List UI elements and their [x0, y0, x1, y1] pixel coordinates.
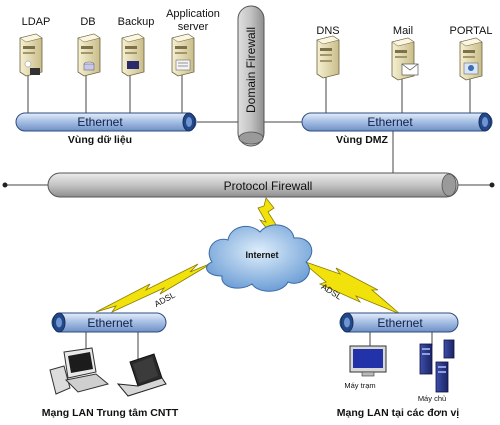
lan-right-ethernet-bus: Ethernet [339, 312, 459, 333]
domain-firewall: Domain Firewall [237, 5, 265, 147]
server-label-application-line2: server [178, 21, 209, 33]
lan-right-caption: Mạng LAN tại các đơn vị [337, 407, 459, 419]
terminator-dot-left [2, 182, 8, 188]
application-server-icon [171, 33, 195, 77]
domain-firewall-label: Domain Firewall [244, 27, 258, 113]
data-zone-ethernet-label: Ethernet [77, 115, 123, 129]
workstation-monitor-icon [349, 345, 387, 377]
server-label-ldap: LDAP [22, 16, 51, 28]
workstation-label: Máy trạm [344, 381, 375, 390]
data-zone-ethernet-bus: Ethernet [15, 112, 197, 132]
connector-lines [5, 75, 492, 362]
adsl-left-label: ADSL [152, 290, 177, 309]
server-label: Máy chủ [418, 394, 446, 403]
protocol-firewall: Protocol Firewall [47, 172, 459, 198]
backup-server-icon [121, 33, 145, 77]
desktop-computer-icon [49, 347, 110, 395]
protocol-firewall-label: Protocol Firewall [224, 179, 313, 193]
internet-label: Internet [245, 250, 278, 260]
rack-server-icon [419, 339, 455, 393]
laptop-icon [116, 353, 167, 397]
lan-left-caption: Mạng LAN Trung tâm CNTT [42, 407, 179, 419]
db-server-icon [77, 33, 101, 77]
terminator-dot-right [489, 182, 495, 188]
server-label-application-line1: Application [166, 8, 220, 20]
server-label-portal: PORTAL [450, 25, 493, 37]
lan-left-ethernet-label: Ethernet [87, 316, 133, 330]
internet-cloud-icon [206, 224, 313, 292]
lan-right-ethernet-label: Ethernet [377, 316, 423, 330]
server-label-dns: DNS [316, 25, 339, 37]
mail-server-icon [391, 37, 419, 81]
server-label-backup: Backup [118, 16, 155, 28]
server-label-db: DB [80, 16, 95, 28]
ldap-server-icon [19, 33, 43, 77]
data-zone-label: Vùng dữ liệu [68, 134, 132, 146]
dmz-ethernet-label: Ethernet [367, 115, 413, 129]
lan-left-ethernet-bus: Ethernet [51, 312, 167, 333]
portal-server-icon [459, 37, 483, 81]
dmz-zone-label: Vùng DMZ [336, 134, 388, 146]
dmz-ethernet-bus: Ethernet [301, 112, 493, 132]
lightning-right-icon [299, 259, 401, 315]
server-label-mail: Mail [393, 25, 413, 37]
dns-server-icon [316, 35, 340, 79]
